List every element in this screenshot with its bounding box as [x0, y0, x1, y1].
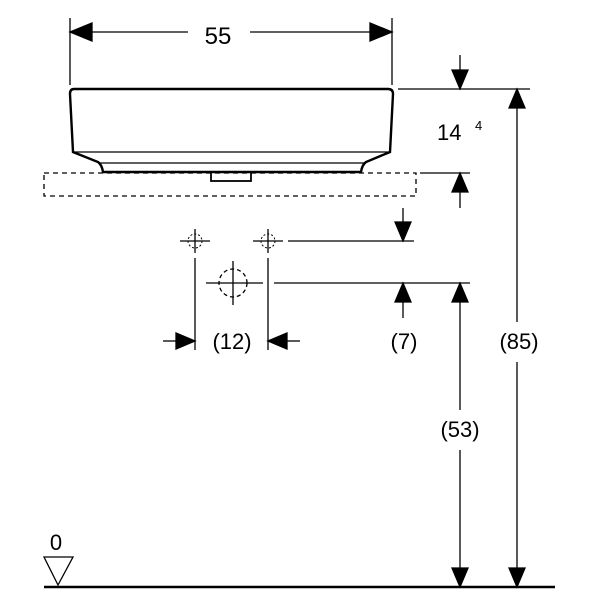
total-height-label: (85) — [499, 329, 538, 354]
tap-spacing-label: (12) — [212, 329, 251, 354]
drain-height-label: (53) — [440, 417, 479, 442]
basin-outline — [68, 87, 395, 182]
drain-outlet — [210, 171, 252, 182]
total-height-dimension — [508, 87, 526, 589]
tap-offset-label: (7) — [391, 329, 418, 354]
width-label: 55 — [205, 23, 232, 50]
basin-height-label: 14 — [437, 120, 461, 145]
width-dimension — [68, 18, 394, 85]
tap-holes — [180, 229, 470, 350]
tap-spacing-dimension — [163, 332, 300, 350]
basin-height-superscript: 4 — [475, 118, 482, 133]
tap-offset-dimension — [394, 208, 412, 318]
floor-level-label: 0 — [50, 530, 62, 555]
floor-level-triangle-icon — [42, 556, 75, 587]
basin-height-dimension — [398, 55, 530, 208]
countertop-outline — [43, 172, 417, 197]
drain-height-dimension — [451, 281, 469, 589]
